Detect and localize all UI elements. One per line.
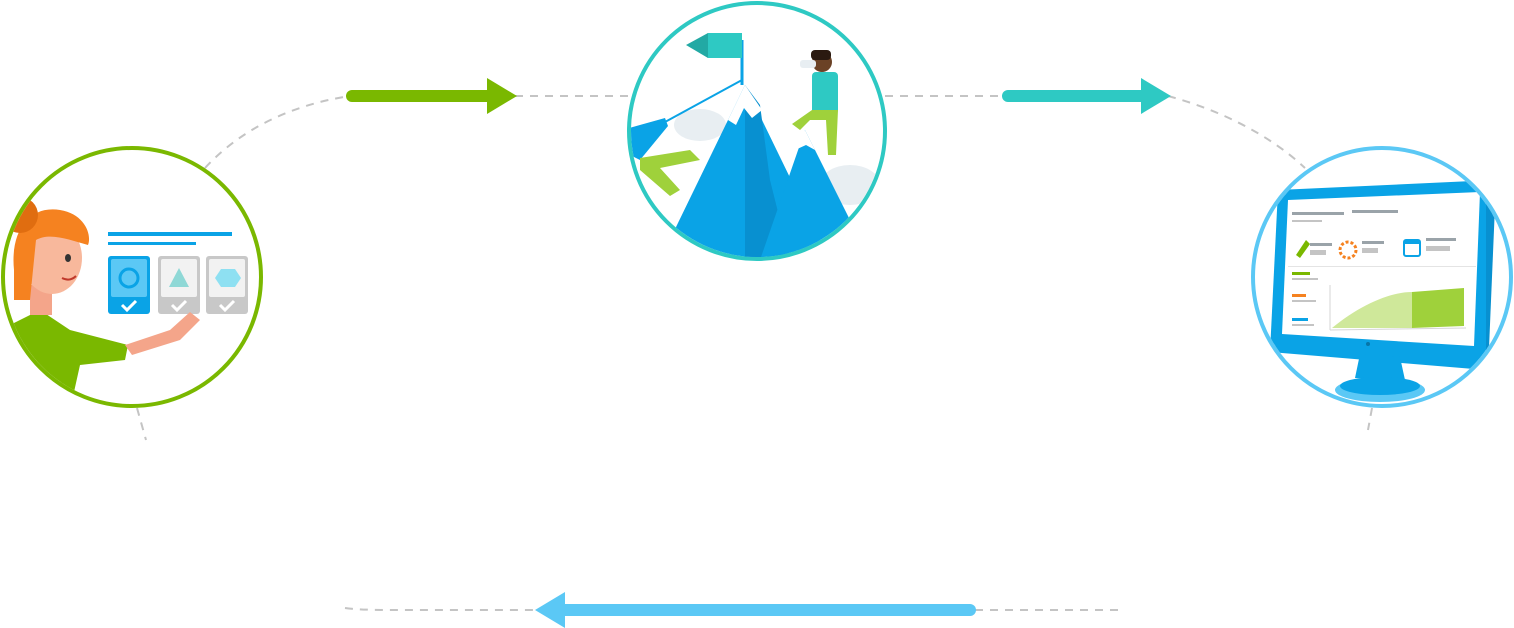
gear-icon <box>1338 240 1358 260</box>
arrow-left-icon <box>535 592 976 628</box>
arrow-right-icon <box>1002 78 1171 114</box>
monitor-dashboard-icon <box>1251 146 1513 408</box>
mountain-summit-climbers-icon <box>627 1 887 261</box>
pencil-icon <box>1296 240 1310 258</box>
calendar-icon <box>1403 239 1421 257</box>
dashed-cycle-path <box>136 95 1373 611</box>
arrow-right-icon <box>346 78 517 114</box>
person-choosing-options-icon <box>1 146 263 408</box>
